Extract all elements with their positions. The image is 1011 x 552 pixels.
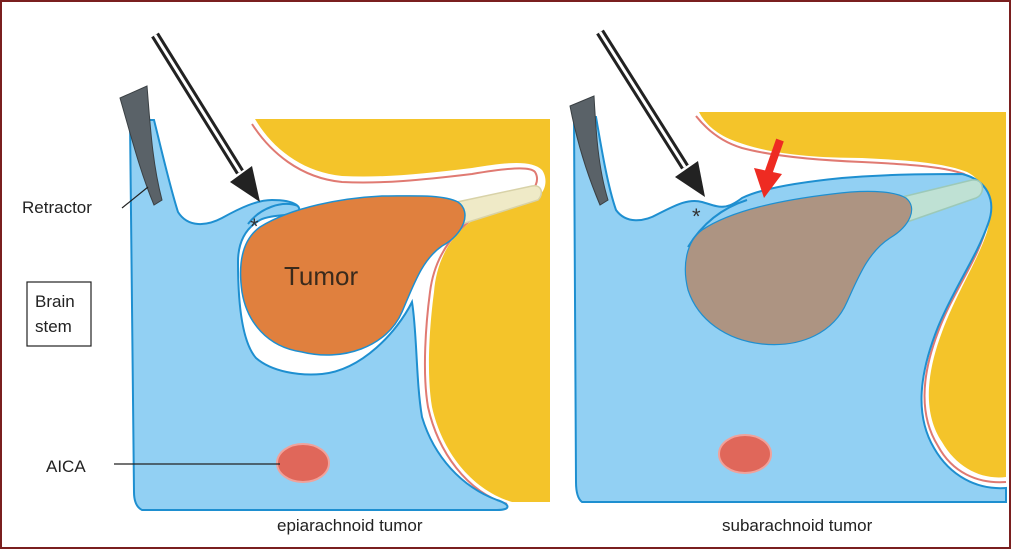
panel-epiarachnoid: Tumor *: [120, 35, 550, 510]
asterisk-right: *: [692, 204, 701, 229]
asterisk-left: *: [250, 214, 259, 239]
retractor-label: Retractor: [22, 198, 92, 217]
brain-stem-label-line1: Brain: [35, 292, 75, 311]
panel-subarachnoid: *: [570, 32, 1006, 502]
aica-vessel-left: [277, 444, 329, 482]
brain-stem-label-line2: stem: [35, 317, 72, 336]
diagonal-black-arrow-icon-right: [600, 32, 705, 197]
caption-left: epiarachnoid tumor: [277, 516, 423, 535]
aica-label: AICA: [46, 457, 86, 476]
caption-right: subarachnoid tumor: [722, 516, 873, 535]
diagonal-black-arrow-icon: [155, 35, 260, 202]
aica-vessel-right: [719, 435, 771, 473]
tumor-label: Tumor: [284, 261, 358, 291]
